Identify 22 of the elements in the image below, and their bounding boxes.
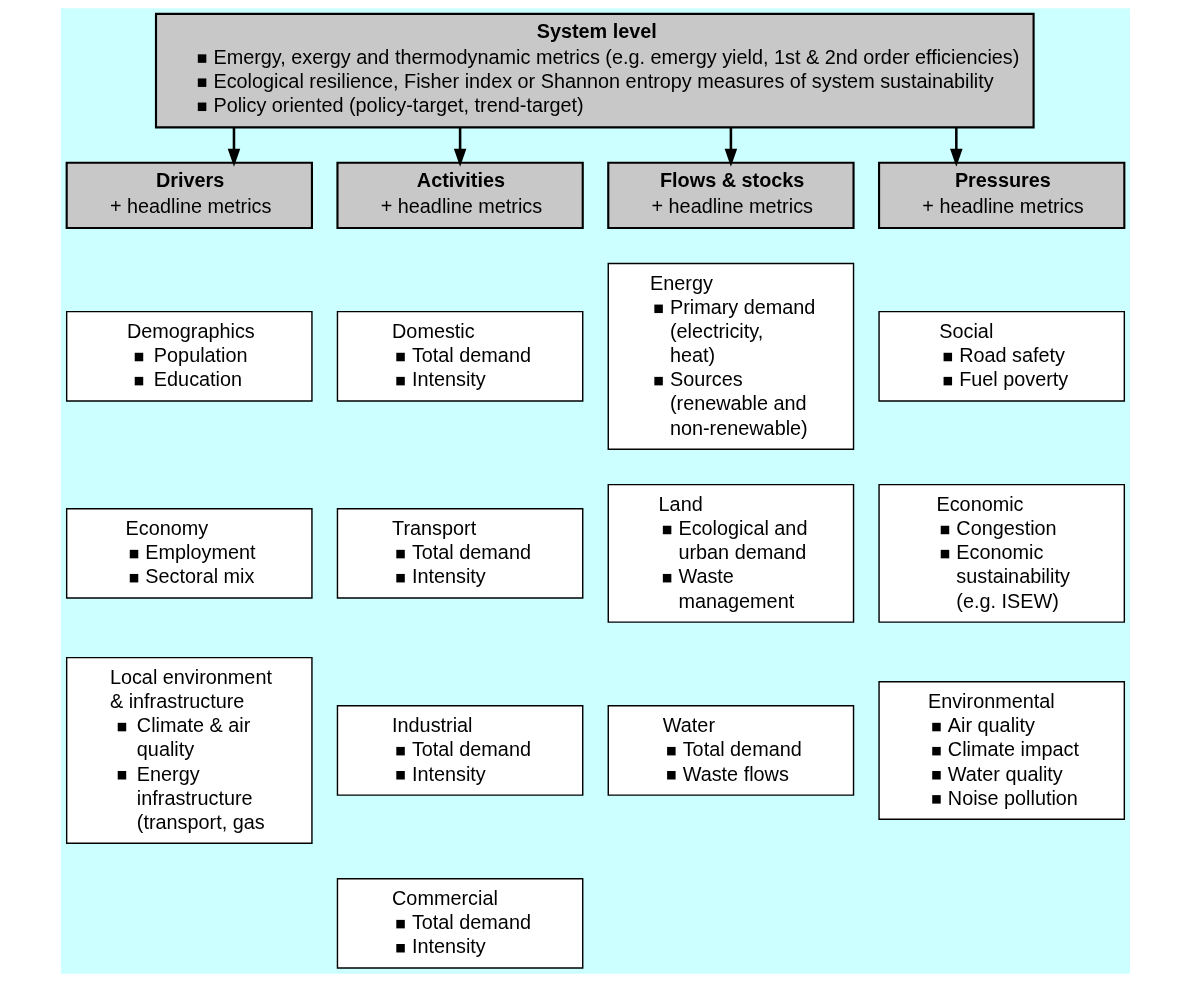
arrow — [227, 127, 241, 167]
node-box: Domestic Total demand Intensity — [336, 310, 584, 402]
node-box: Water Total demand Waste flows — [607, 705, 855, 796]
arrow — [950, 127, 963, 167]
arrow — [453, 127, 467, 167]
node-box: Economic Congestion Economic sustainability (e.g. ISEW) — [878, 483, 1126, 623]
node-box: Industrial Total demand Intensity — [336, 705, 584, 796]
node-box: Land Ecological and urban demand Waste management — [607, 483, 855, 623]
node-box: Activities + headline metrics — [336, 161, 584, 230]
node-box: Social Road safety Fuel poverty — [878, 310, 1126, 402]
node-box: Flows & stocks + headline metrics — [607, 161, 855, 230]
node-box: Environmental Air quality Climate impact Water quality Noise pollution — [878, 681, 1126, 820]
node-box: Transport Total demand Intensity — [336, 508, 584, 599]
node-box: Pressures + headline metrics — [878, 161, 1126, 230]
arrow — [724, 127, 738, 167]
node-box: Local environment & infrastructure Climate & air quality Energy infrastructure (transport, gas — [65, 656, 313, 845]
node-box: Demographics Population Education — [65, 310, 313, 402]
node-box: Economy Employment Sectoral mix — [65, 508, 313, 599]
node-box: Drivers + headline metrics — [65, 161, 313, 230]
node-box: System level Emergy, exergy and thermodynamic metrics (e.g. emergy yield, 1st & 2nd order efficiencies) Ecological resilience, Fisher index or Shannon entropy measures of system sustainability Policy oriented (policy-target, trend-target) — [154, 12, 1035, 129]
node-box: Energy Primary demand (electricity, heat) Sources (renewable and non-renewable) — [607, 262, 855, 450]
node-box: Commercial Total demand Intensity — [336, 878, 584, 969]
